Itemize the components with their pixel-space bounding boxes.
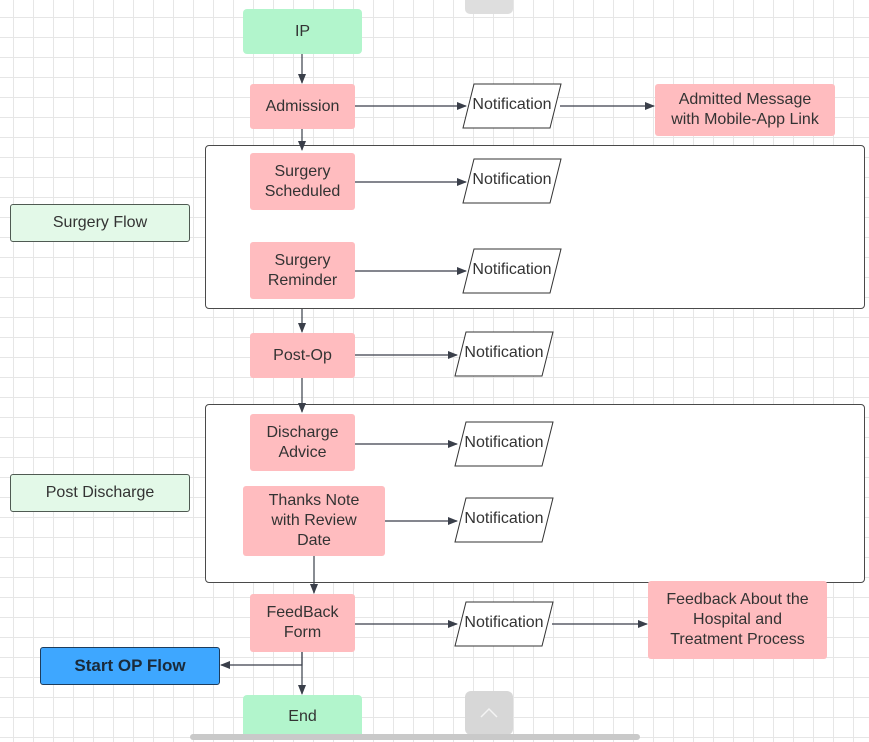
notification-surgery-scheduled[interactable]: Notification	[462, 158, 562, 204]
notification-shape	[462, 83, 562, 129]
surgery-scheduled-line-2: Scheduled	[264, 182, 341, 200]
notification-label: Notification	[464, 434, 544, 451]
post-op-node[interactable]: Post-Op	[250, 333, 355, 378]
post-discharge-label[interactable]: Post Discharge	[10, 474, 190, 512]
feedback-about-line-3: Treatment Process	[670, 631, 805, 648]
notification-label: Notification	[464, 614, 544, 631]
arrow-feedback-startop	[220, 652, 303, 669]
top-panel-tab[interactable]	[465, 0, 513, 14]
notification-admission[interactable]: Notification	[462, 83, 562, 129]
notification-discharge-advice[interactable]: Notification	[454, 421, 554, 467]
notification-label: Notification	[464, 344, 544, 361]
discharge-advice-line-1: Discharge	[266, 423, 339, 441]
post-discharge-text: Post Discharge	[45, 484, 155, 501]
surgery-reminder-node[interactable]: Surgery Reminder	[250, 242, 355, 299]
notification-shape	[462, 158, 562, 204]
end-label: End	[288, 708, 317, 725]
end-node[interactable]: End	[243, 695, 362, 739]
notification-shape	[454, 497, 554, 543]
surgery-scheduled-node[interactable]: Surgery Scheduled	[250, 153, 355, 210]
post-op-label: Post-Op	[273, 346, 332, 364]
thanks-note-line-2: with Review	[271, 512, 357, 529]
notification-surgery-reminder[interactable]: Notification	[462, 248, 562, 294]
chevron-up-icon	[480, 707, 498, 718]
discharge-advice-node[interactable]: Discharge Advice	[250, 414, 355, 471]
surgery-reminder-line-2: Reminder	[267, 271, 338, 289]
feedback-about-line-2: Hospital and	[693, 611, 782, 628]
surgery-flow-label[interactable]: Surgery Flow	[10, 204, 190, 242]
feedback-about-line-1: Feedback About the	[666, 591, 809, 608]
scroll-up-button[interactable]	[465, 691, 513, 735]
feedback-form-line-2: Form	[283, 624, 322, 641]
admitted-message-line-1: Admitted Message	[678, 91, 812, 108]
admitted-message-line-2: with Mobile-App Link	[671, 111, 819, 128]
surgery-flow-text: Surgery Flow	[52, 214, 148, 231]
feedback-form-line-1: FeedBack	[266, 604, 339, 621]
ip-node[interactable]: IP	[243, 9, 362, 54]
thanks-note-line-3: Date	[297, 532, 331, 549]
notification-post-op[interactable]: Notification	[454, 331, 554, 377]
feedback-about-node[interactable]: Feedback About the Hospital and Treatmen…	[648, 581, 827, 659]
notification-label: Notification	[472, 261, 552, 278]
notification-label: Notification	[472, 96, 552, 113]
notification-feedback-form[interactable]: Notification	[454, 601, 554, 647]
thanks-note-node[interactable]: Thanks Note with Review Date	[243, 486, 385, 556]
ip-label: IP	[294, 22, 311, 40]
notification-label: Notification	[464, 510, 544, 527]
surgery-reminder-line-1: Surgery	[274, 251, 331, 269]
thanks-note-line-1: Thanks Note	[268, 492, 360, 509]
notification-shape	[454, 331, 554, 377]
admission-label: Admission	[265, 97, 340, 115]
admission-node[interactable]: Admission	[250, 84, 355, 129]
surgery-scheduled-line-1: Surgery	[274, 162, 331, 180]
admitted-message-node[interactable]: Admitted Message with Mobile-App Link	[655, 84, 835, 136]
notification-shape	[454, 421, 554, 467]
feedback-form-node[interactable]: FeedBack Form	[250, 594, 355, 652]
discharge-advice-line-2: Advice	[278, 443, 327, 461]
notification-thanks-note[interactable]: Notification	[454, 497, 554, 543]
start-op-flow-label: Start OP Flow	[74, 656, 186, 675]
start-op-flow-node[interactable]: Start OP Flow	[40, 647, 220, 685]
notification-shape	[462, 248, 562, 294]
notification-label: Notification	[472, 171, 552, 188]
notification-shape	[454, 601, 554, 647]
horizontal-scrollbar[interactable]	[190, 734, 640, 740]
